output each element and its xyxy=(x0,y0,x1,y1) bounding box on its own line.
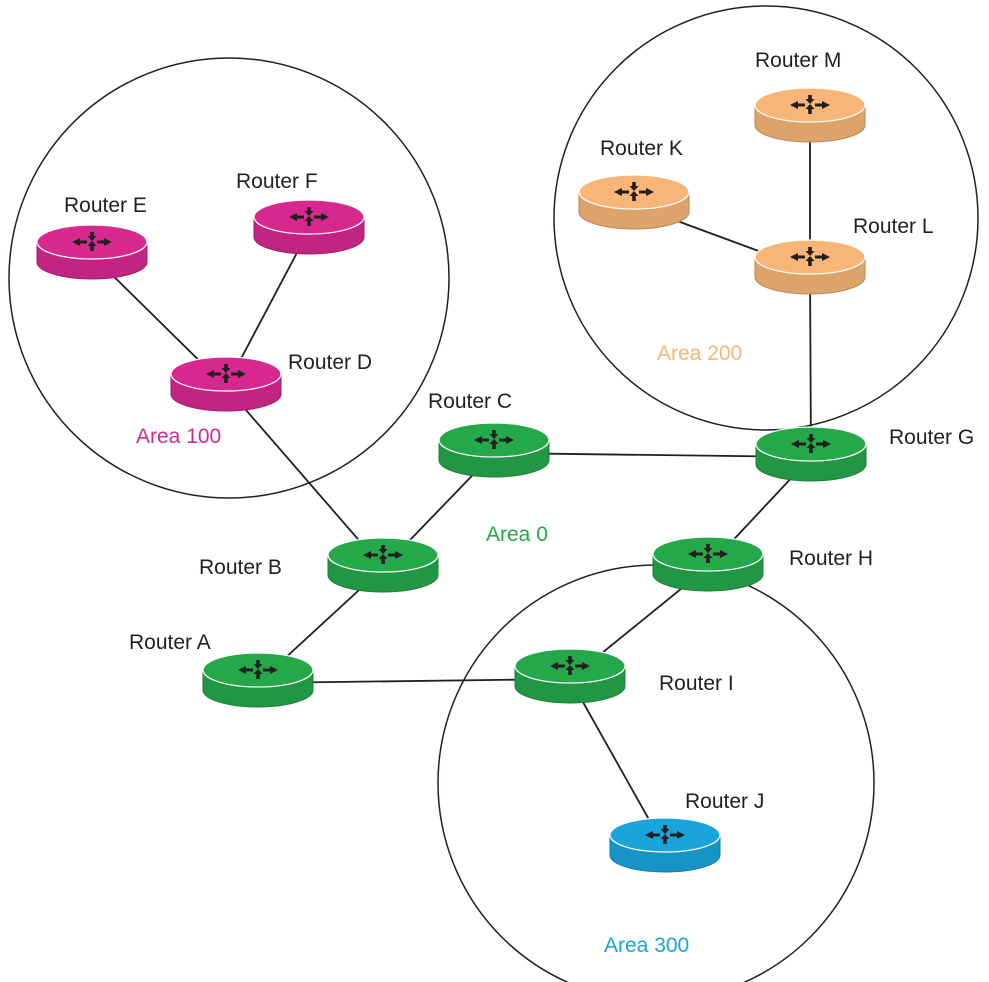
router-label-f: Router F xyxy=(236,170,318,193)
area-boundary-area300 xyxy=(437,564,875,982)
router-c-icon xyxy=(438,422,550,478)
router-m-icon xyxy=(754,87,866,143)
router-d-icon xyxy=(170,356,282,412)
router-label-g: Router G xyxy=(889,426,975,449)
area-label-area200: Area 200 xyxy=(657,342,743,365)
area-label-area0: Area 0 xyxy=(486,523,548,546)
router-label-a: Router A xyxy=(129,631,211,654)
router-h-icon xyxy=(652,536,764,592)
router-l-icon xyxy=(754,239,866,295)
area-label-area300: Area 300 xyxy=(604,934,690,957)
router-label-i: Router I xyxy=(659,672,734,695)
router-e-icon xyxy=(36,224,148,280)
router-label-m: Router M xyxy=(755,49,842,72)
router-label-e: Router E xyxy=(64,194,147,217)
link-d-b xyxy=(225,386,384,569)
router-label-j: Router J xyxy=(685,790,765,813)
router-label-k: Router K xyxy=(600,137,683,160)
link-g-l xyxy=(809,269,812,458)
router-label-h: Router H xyxy=(789,547,874,570)
router-i-icon xyxy=(514,648,626,704)
router-a-icon xyxy=(202,652,314,708)
router-label-c: Router C xyxy=(428,390,513,413)
router-label-l: Router L xyxy=(853,215,934,238)
router-g-icon xyxy=(755,426,867,482)
router-label-b: Router B xyxy=(199,556,282,579)
area-boundary-area100 xyxy=(8,57,450,499)
router-f-icon xyxy=(253,199,365,255)
router-k-icon xyxy=(578,174,690,230)
area-label-area100: Area 100 xyxy=(136,425,222,448)
router-j-icon xyxy=(609,817,721,873)
router-label-d: Router D xyxy=(288,351,373,374)
area-boundary-area200 xyxy=(553,5,979,431)
router-b-icon xyxy=(327,537,439,593)
